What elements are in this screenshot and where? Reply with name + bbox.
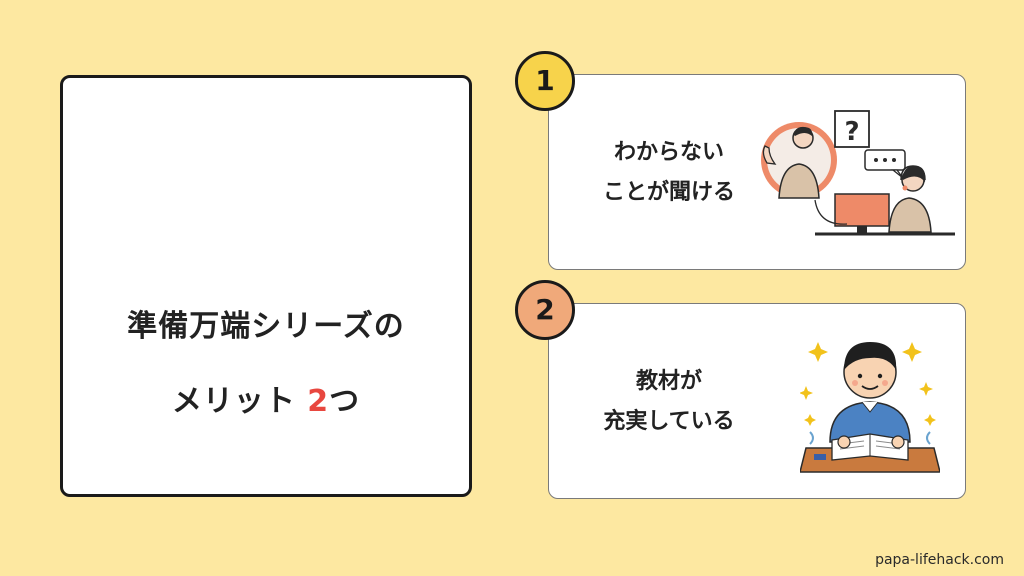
boy-hand <box>837 435 851 449</box>
site-url: papa-lifehack.com <box>875 552 1004 568</box>
question-box <box>834 110 870 148</box>
eraser-icon <box>814 454 826 460</box>
studying-boy-illustration <box>800 342 940 473</box>
title-number: 2 <box>307 384 330 419</box>
boy-hair <box>844 342 897 370</box>
merit-text-1: わからない ことが聞ける <box>559 133 779 213</box>
merit-1-line-2: ことが聞ける <box>602 180 735 205</box>
question-mark-icon: ? <box>844 117 859 147</box>
woman-torso <box>888 197 932 233</box>
title-line-2: メリット 2つ <box>63 376 469 420</box>
merit-2-line-1: 教材が <box>635 369 702 394</box>
merit-2-line-2: 充実している <box>603 409 735 434</box>
man-raised-hand <box>762 145 777 165</box>
man-torso <box>778 163 820 199</box>
curved-arrow <box>814 199 848 225</box>
merit-1-line-1: わからない <box>613 140 724 165</box>
headset-icon <box>900 165 926 181</box>
sparkle-icons <box>800 342 936 426</box>
title-suffix: つ <box>329 384 361 419</box>
title-card: 準備万端シリーズの メリット 2つ <box>60 75 472 497</box>
title-line-1: 準備万端シリーズの <box>63 301 469 345</box>
number-badge-1: 1 <box>515 51 575 111</box>
monitor-icon <box>834 193 890 227</box>
merit-text-2: 教材が 充実している <box>559 362 779 442</box>
support-chat-illustration: ? <box>761 110 955 236</box>
number-badge-2: 2 <box>515 280 575 340</box>
title-text: 準備万端シリーズの <box>127 309 405 344</box>
title-prefix: メリット <box>171 384 308 419</box>
